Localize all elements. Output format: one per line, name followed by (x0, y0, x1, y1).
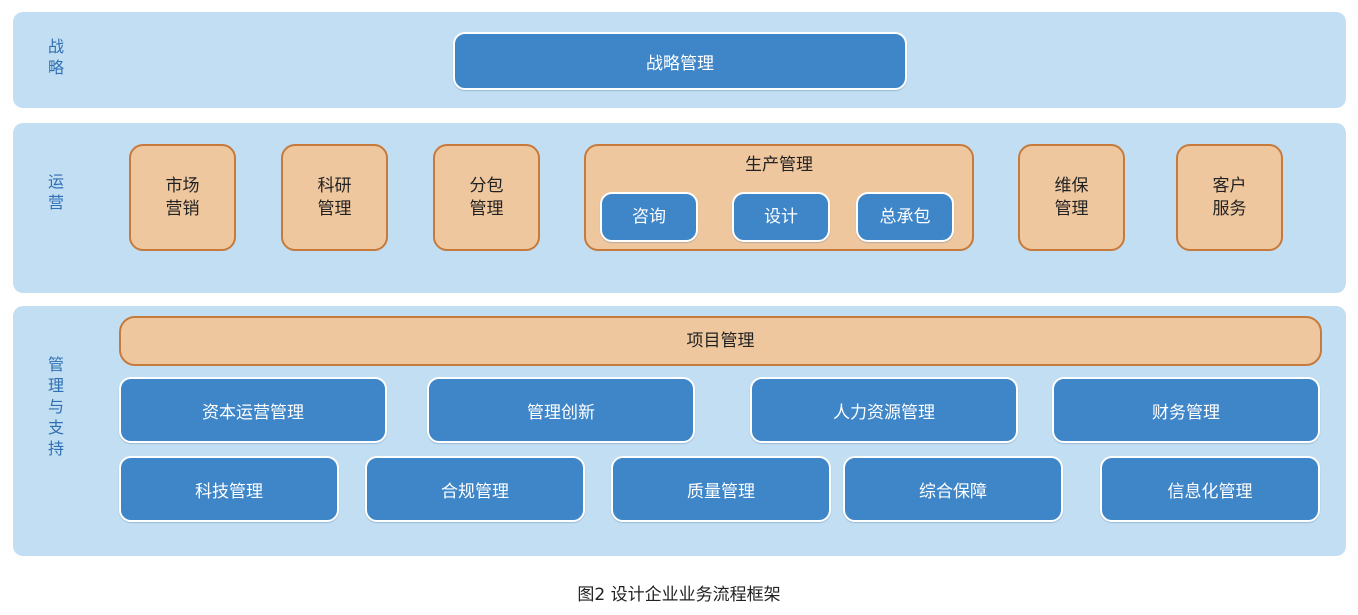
production-management-box: 生产管理 咨询 设计 总承包 (584, 144, 974, 251)
maintenance-management-box: 维保管理 (1018, 144, 1125, 251)
compliance-management-box: 合规管理 (365, 456, 585, 522)
operations-band: 运营 市场营销 科研管理 分包管理 生产管理 咨询 设计 总承包 维保管理 客户… (13, 123, 1346, 293)
customer-service-box: 客户服务 (1176, 144, 1283, 251)
figure-caption: 图2 设计企业业务流程框架 (577, 585, 781, 605)
finance-management-box: 财务管理 (1052, 377, 1320, 443)
information-management-box: 信息化管理 (1100, 456, 1320, 522)
management-support-label: 管理与支持 (48, 355, 65, 458)
design-box: 设计 (732, 192, 830, 242)
capital-operation-management-box: 资本运营管理 (119, 377, 387, 443)
production-management-title: 生产管理 (745, 155, 813, 175)
strategy-label: 战略 (48, 37, 65, 77)
human-resources-management-box: 人力资源管理 (750, 377, 1018, 443)
management-support-band: 管理与支持 项目管理 资本运营管理 管理创新 人力资源管理 财务管理 科技管理 … (13, 306, 1346, 556)
consulting-box: 咨询 (600, 192, 698, 242)
technology-management-box: 科技管理 (119, 456, 339, 522)
project-management-box: 项目管理 (119, 316, 1322, 366)
subcontract-management-box: 分包管理 (433, 144, 540, 251)
epc-box: 总承包 (856, 192, 954, 242)
strategy-management-box: 战略管理 (453, 32, 907, 90)
general-support-box: 综合保障 (843, 456, 1063, 522)
marketing-box: 市场营销 (129, 144, 236, 251)
strategy-band: 战略 战略管理 (13, 12, 1346, 108)
research-management-box: 科研管理 (281, 144, 388, 251)
quality-management-box: 质量管理 (611, 456, 831, 522)
operations-label: 运营 (48, 172, 65, 212)
management-innovation-box: 管理创新 (427, 377, 695, 443)
